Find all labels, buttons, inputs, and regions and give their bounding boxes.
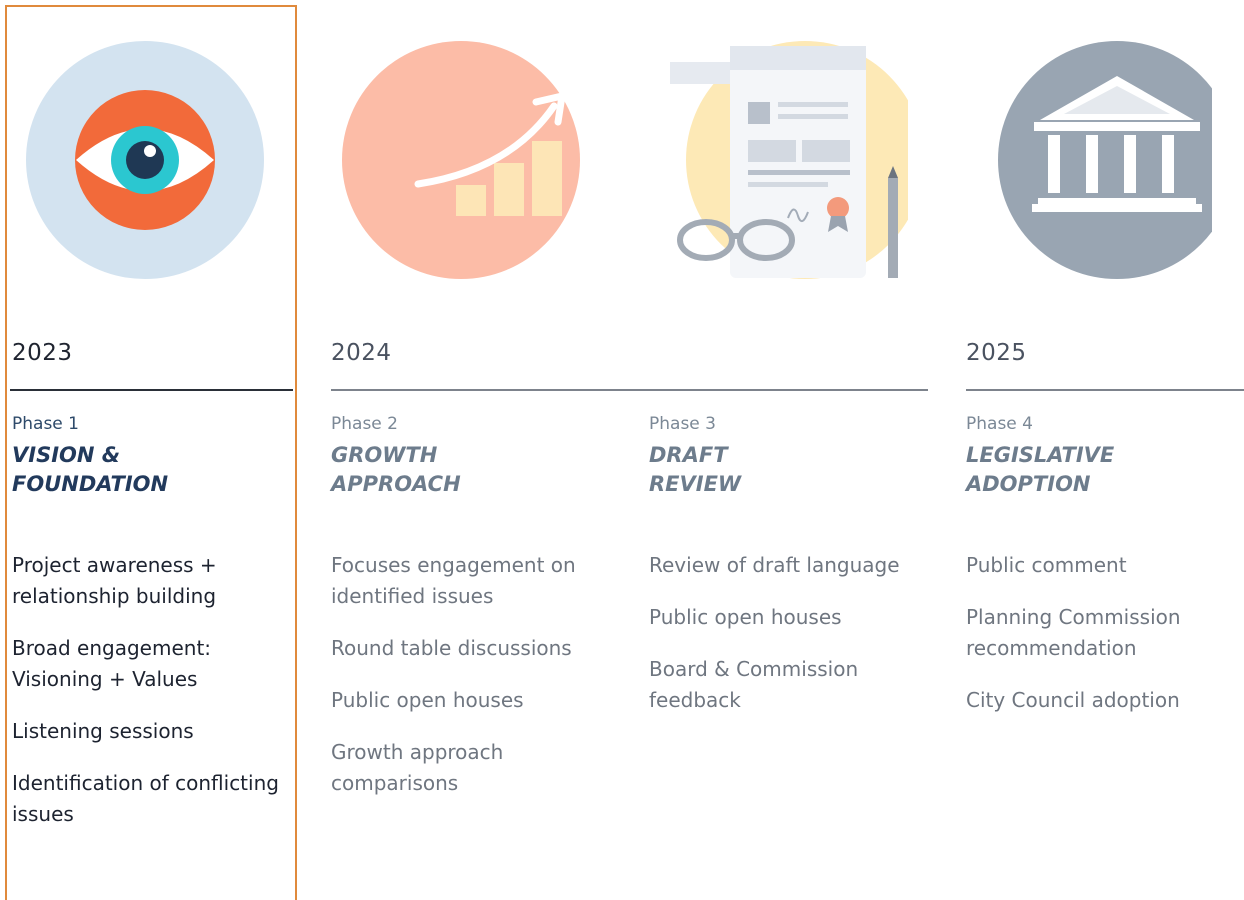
timeline-divider — [966, 389, 1244, 391]
timeline-divider — [10, 389, 293, 391]
year-label: 2024 — [331, 340, 392, 366]
phase-title: VISION & FOUNDATION — [12, 443, 169, 496]
activity-item: Board & Commission feedback — [649, 657, 859, 712]
phase-title: GROWTH APPROACH — [331, 443, 461, 496]
phase-title: LEGISLATIVE ADOPTION — [966, 443, 1115, 496]
phase-label: Phase 3 — [649, 414, 716, 434]
phase-label: Phase 1 — [12, 414, 79, 434]
activity-list: Project awareness + relationship buildin… — [12, 550, 297, 851]
timeline-divider — [331, 389, 928, 391]
activity-list: Review of draft language Public open hou… — [649, 550, 939, 737]
activity-list: Focuses engagement on identified issues … — [331, 550, 621, 820]
activity-item: Growth approach comparisons — [331, 740, 504, 795]
eye-icon — [26, 41, 264, 279]
phase-2-column: 2024 Phase 2 GROWTH APPROACH Focuses eng… — [310, 0, 628, 895]
year-label: 2023 — [12, 340, 73, 366]
activity-item: Broad engagement: Visioning + Values — [12, 636, 212, 691]
activity-item: Public open houses — [331, 688, 524, 712]
phase-label: Phase 2 — [331, 414, 398, 434]
phase-1-column: 2023 Phase 1 VISION & FOUNDATION Project… — [0, 0, 310, 895]
activity-item: Listening sessions — [12, 719, 194, 743]
activity-item: Public open houses — [649, 605, 842, 629]
phase-title: DRAFT REVIEW — [649, 443, 742, 496]
activity-item: Review of draft language — [649, 553, 900, 577]
activity-item: Identification of conflicting issues — [12, 771, 279, 826]
document-review-icon — [670, 41, 908, 279]
phase-label: Phase 4 — [966, 414, 1033, 434]
activity-item: City Council adoption — [966, 688, 1180, 712]
year-label: 2025 — [966, 340, 1027, 366]
activity-item: Public comment — [966, 553, 1127, 577]
current-phase-highlight — [5, 5, 297, 900]
growth-chart-icon — [342, 41, 580, 279]
activity-list: Public comment Planning Commission recom… — [966, 550, 1236, 737]
activity-item: Planning Commission recommendation — [966, 605, 1181, 660]
phase-4-column: 2025 Phase 4 LEGISLATIVE ADOPTION Public… — [946, 0, 1244, 895]
phase-3-column: Phase 3 DRAFT REVIEW Review of draft lan… — [628, 0, 946, 895]
activity-item: Focuses engagement on identified issues — [331, 553, 576, 608]
activity-item: Project awareness + relationship buildin… — [12, 553, 217, 608]
activity-item: Round table discussions — [331, 636, 572, 660]
government-building-icon — [998, 41, 1212, 279]
